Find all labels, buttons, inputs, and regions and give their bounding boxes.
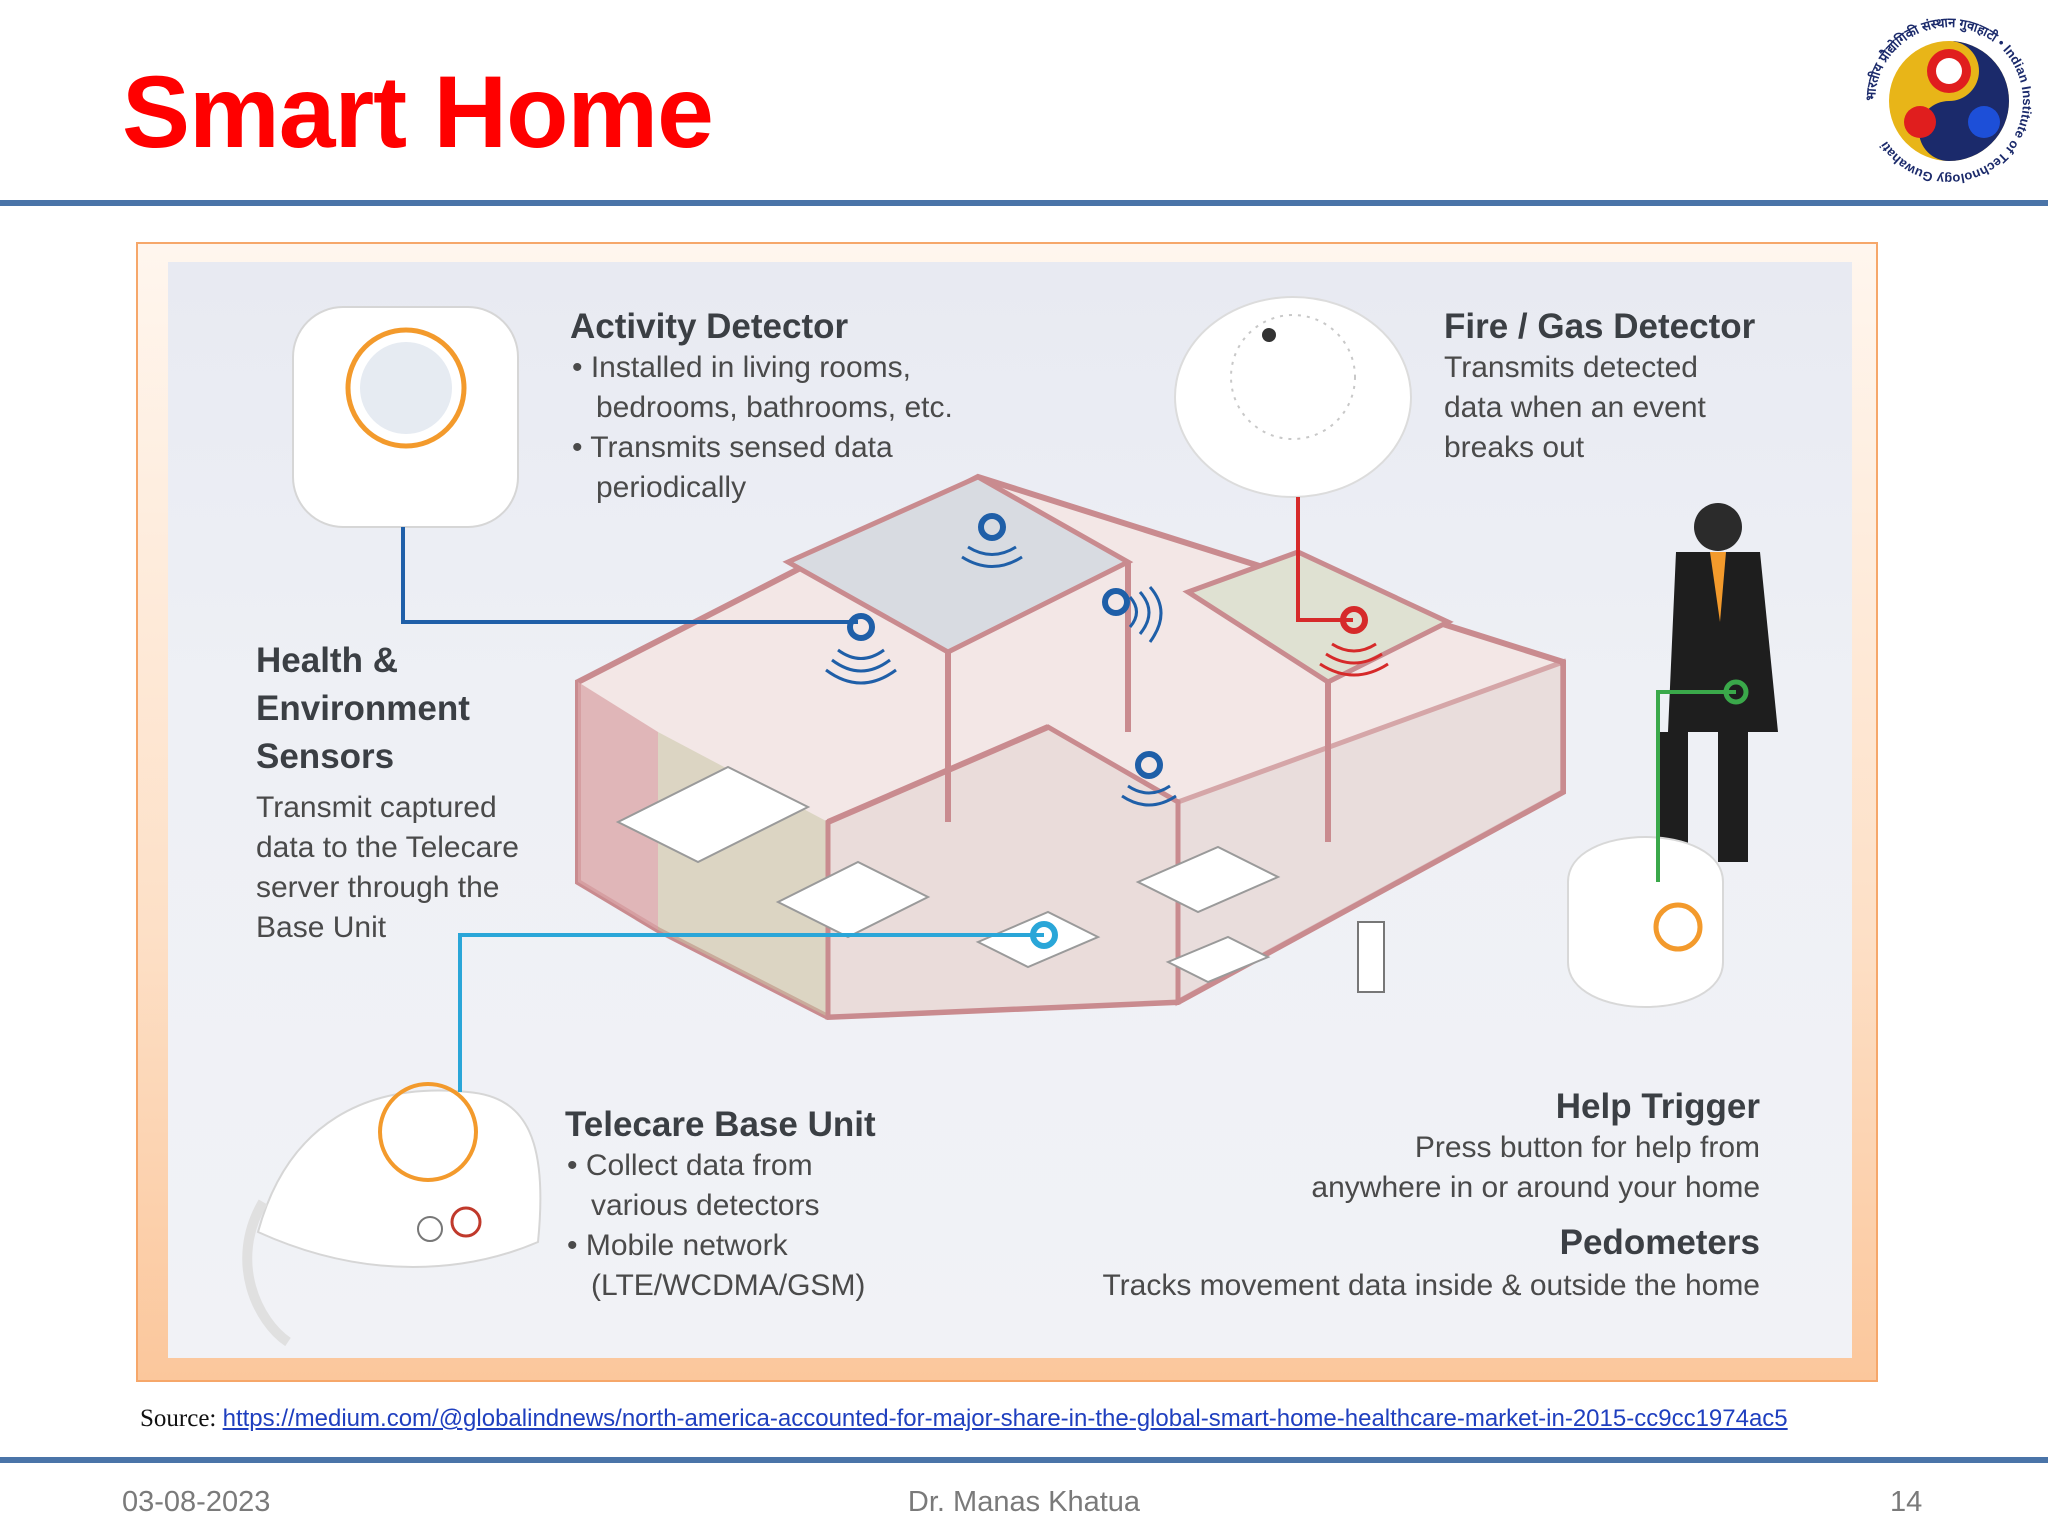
telecare-base-unit-bullet-2: • Mobile network (LTE/WCDMA/GSM) [567,1229,866,1302]
footer-author: Dr. Manas Khatua [907,1486,1141,1518]
health-sensors-heading-2: Environment [256,689,470,728]
fire-gas-detector-line-1: Transmits detected [1444,351,1698,384]
telecare-base-unit-bullet-1: • Collect data from various detectors [567,1149,820,1222]
pedometers-heading: Pedometers [1559,1223,1760,1262]
title-divider [0,200,2048,206]
fire-gas-detector-heading: Fire / Gas Detector [1444,307,1756,346]
source-citation: Source: https://medium.com/@globalindnew… [140,1403,1788,1435]
health-sensors-line-3: server through the [256,871,500,904]
health-sensors-line-4: Base Unit [256,911,387,944]
activity-detector-bullet-1: • Installed in living rooms, bedrooms, b… [572,351,953,424]
help-trigger-heading: Help Trigger [1555,1087,1760,1126]
fire-gas-detector-line-3: breaks out [1444,431,1585,464]
activity-detector-heading: Activity Detector [570,307,849,346]
footer-page-number: 14 [1890,1486,1923,1518]
health-sensors-line-2: data to the Telecare [256,831,519,864]
health-sensors-heading-1: Health & [256,641,398,680]
source-label: Source: [140,1405,217,1432]
fire-gas-detector-line-2: data when an event [1444,391,1706,424]
footer-divider [0,1457,2048,1463]
activity-detector-bullet-2: • Transmits sensed data periodically [572,431,893,504]
health-sensors-heading-3: Sensors [256,737,395,776]
help-trigger-line-2: anywhere in or around your home [1311,1171,1760,1204]
source-link[interactable]: https://medium.com/@globalindnews/north-… [222,1405,1788,1432]
health-sensors-line-1: Transmit captured [256,791,497,824]
smart-home-illustration: Activity Detector • Installed in living … [168,262,1852,1358]
telecare-base-unit-heading: Telecare Base Unit [565,1105,876,1144]
slide-title: Smart Home [122,55,714,169]
footer-date: 03-08-2023 [122,1486,271,1518]
pedometers-line: Tracks movement data inside & outside th… [1102,1269,1760,1302]
help-trigger-line-1: Press button for help from [1414,1131,1760,1164]
iit-guwahati-logo: भारतीय प्रौद्योगिकी संस्थान गुवाहाटी • I… [1858,10,2040,192]
